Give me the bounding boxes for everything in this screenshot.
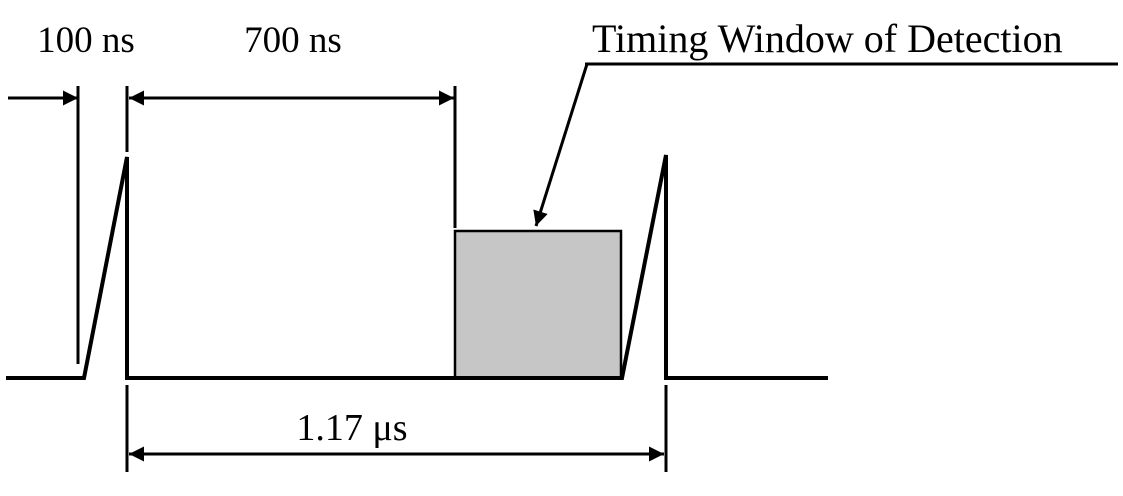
pulse-waveform bbox=[6, 154, 828, 380]
label-timing-window-title: Timing Window of Detection bbox=[592, 16, 1063, 61]
detection-window-box bbox=[453, 229, 623, 380]
leader-arrow bbox=[533, 63, 589, 227]
label-100ns: 100 ns bbox=[37, 20, 135, 61]
label-700ns: 700 ns bbox=[244, 20, 342, 61]
label-period: 1.17 μs bbox=[296, 407, 407, 449]
